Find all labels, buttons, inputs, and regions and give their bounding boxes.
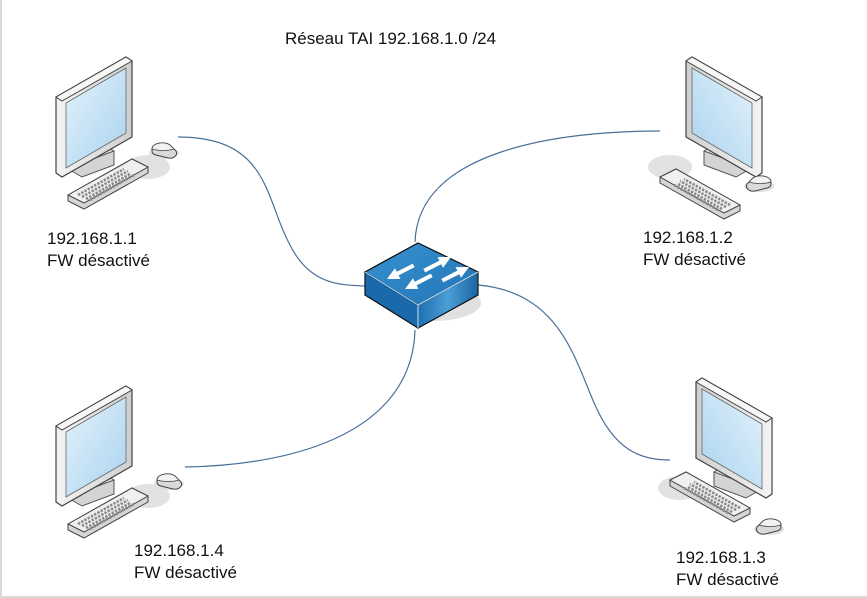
host-1-computer[interactable] xyxy=(55,56,180,211)
host-4-ip: 192.168.1.4 xyxy=(134,541,224,560)
network-switch-icon[interactable] xyxy=(363,242,481,329)
mouse-icon xyxy=(743,175,775,193)
host-4-firewall-status: FW désactivé xyxy=(134,563,237,582)
mouse-icon xyxy=(148,142,180,160)
host-2-computer[interactable] xyxy=(647,56,775,221)
link-host-4 xyxy=(184,329,416,468)
host-3-ip: 192.168.1.3 xyxy=(676,548,766,567)
diagram-title: Réseau TAI 192.168.1.0 /24 xyxy=(285,29,497,48)
link-host-3 xyxy=(477,284,671,461)
host-4-label: 192.168.1.4 FW désactivé xyxy=(134,540,237,584)
link-host-1 xyxy=(177,136,366,287)
link-host-2 xyxy=(414,130,661,243)
host-2-ip: 192.168.1.2 xyxy=(643,228,733,247)
host-4-computer[interactable] xyxy=(55,385,185,540)
host-2-firewall-status: FW désactivé xyxy=(643,250,746,269)
mouse-icon xyxy=(153,473,185,491)
mouse-icon xyxy=(753,518,785,536)
host-1-ip: 192.168.1.1 xyxy=(47,229,137,248)
desktop-computer-icon xyxy=(55,56,171,180)
desktop-computer-icon xyxy=(647,56,763,180)
host-3-label: 192.168.1.3 FW désactivé xyxy=(676,547,779,591)
desktop-computer-icon xyxy=(55,385,171,509)
keyboard-icon xyxy=(658,167,742,221)
host-2-label: 192.168.1.2 FW désactivé xyxy=(643,227,746,271)
host-1-label: 192.168.1.1 FW désactivé xyxy=(47,228,150,272)
host-3-computer[interactable] xyxy=(657,377,785,536)
host-1-firewall-status: FW désactivé xyxy=(47,251,150,270)
host-3-firewall-status: FW désactivé xyxy=(676,570,779,589)
